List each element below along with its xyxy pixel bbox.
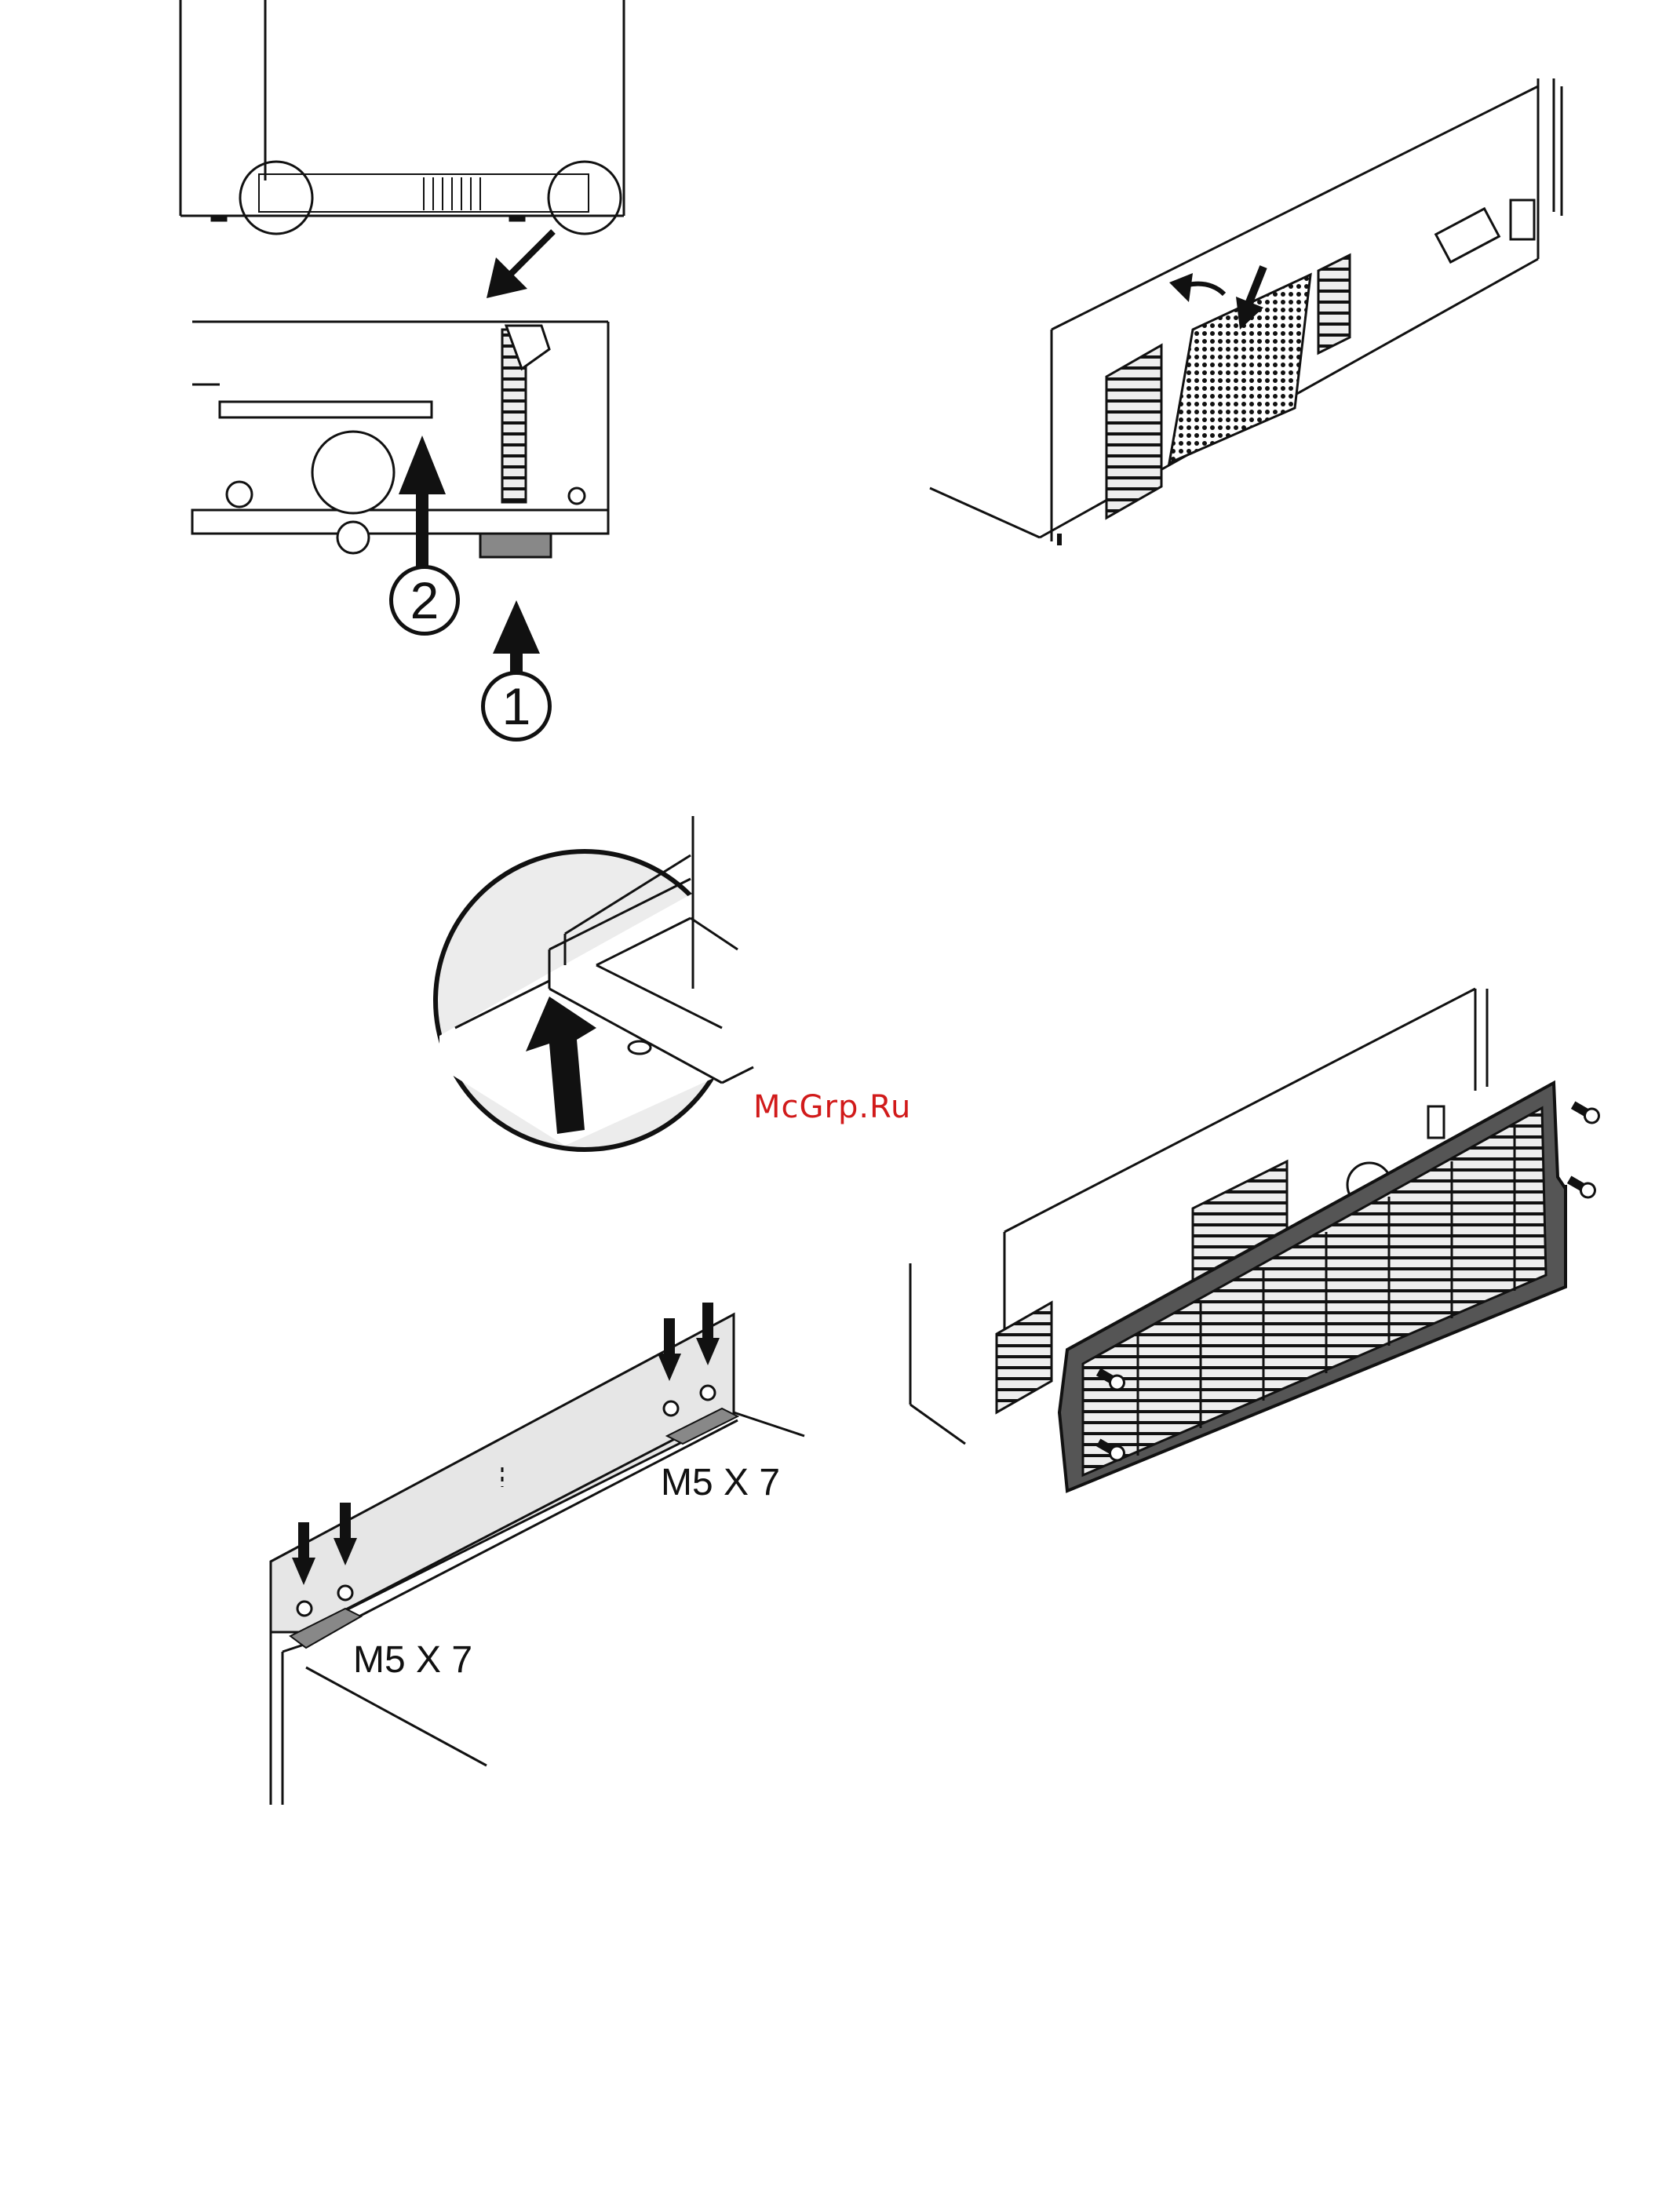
- callout-step-1-label: 1: [502, 676, 531, 736]
- arrow-step-2: [399, 435, 446, 567]
- callout-step-2: 2: [389, 565, 460, 636]
- callout-step-1: 1: [481, 671, 552, 742]
- leveling-foot-detail: [192, 322, 608, 557]
- toe-plate-install-view: [271, 1303, 804, 1805]
- zoom-arrow: [487, 231, 553, 298]
- arrow-step-1: [493, 600, 540, 679]
- hook-detail-circle: [436, 816, 753, 1150]
- fridge-front-view: [180, 0, 624, 234]
- grille-panel: [1059, 1083, 1566, 1491]
- watermark: McGrp.Ru: [753, 1089, 911, 1125]
- callout-step-2-label: 2: [410, 570, 439, 630]
- screw-label-left: M5 X 7: [353, 1638, 472, 1682]
- screw-label-right: M5 X 7: [661, 1461, 780, 1504]
